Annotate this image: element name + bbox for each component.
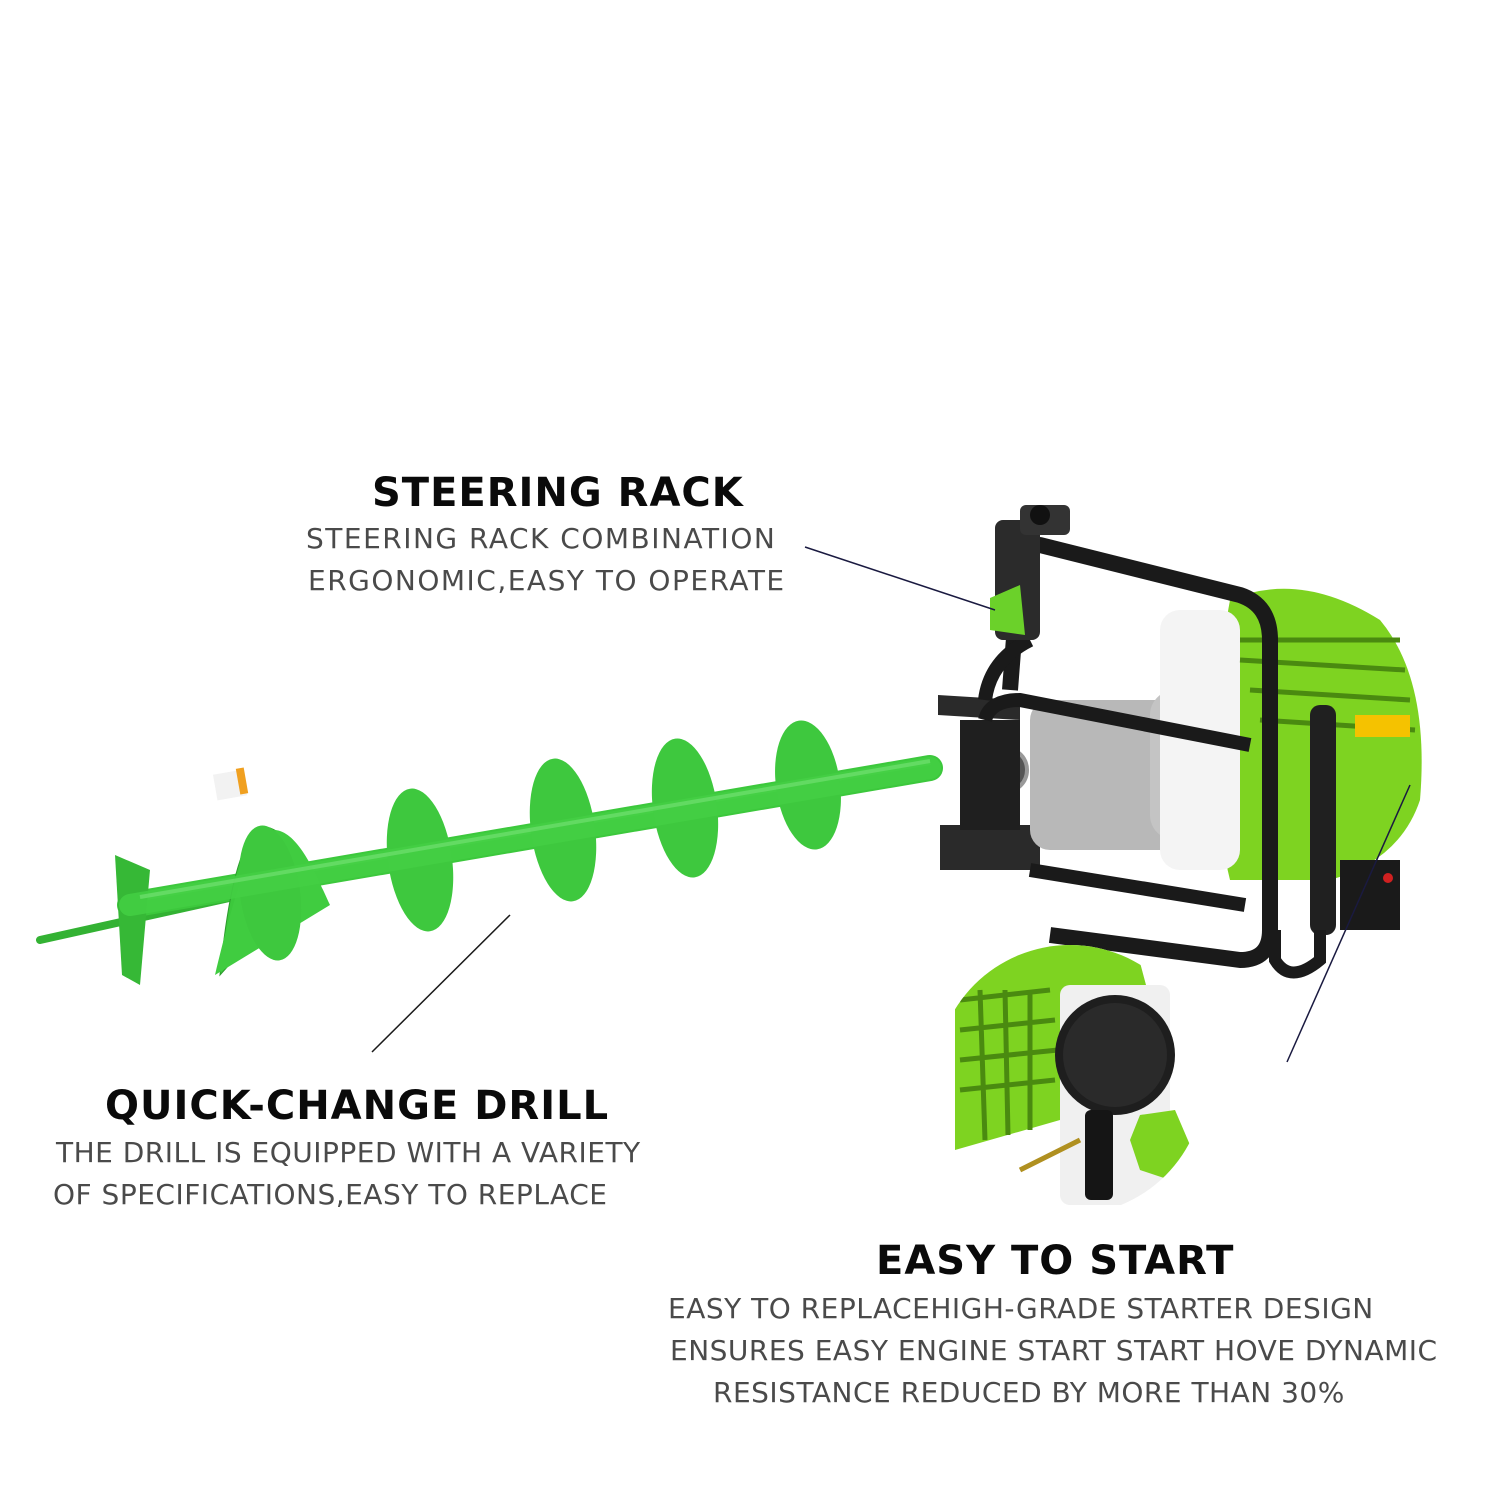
steering-rack-title: STEERING RACK (372, 470, 744, 516)
easy-to-start-desc-line-1: EASY TO REPLACEHIGH-GRADE STARTER DESIGN (668, 1292, 1374, 1325)
easy-to-start-callout-line (1286, 784, 1411, 1063)
quick-change-drill-title: QUICK-CHANGE DRILL (105, 1083, 610, 1129)
starter-closeup-inset (935, 945, 1205, 1215)
easy-to-start-desc-line-3: RESISTANCE REDUCED BY MORE THAN 30% (713, 1376, 1345, 1409)
quick-change-drill-desc-line-1: THE DRILL IS EQUIPPED WITH A VARIETY (56, 1136, 641, 1169)
steering-rack-desc-line-1: STEERING RACK COMBINATION (306, 522, 777, 555)
quick-change-drill-desc-line-2: OF SPECIFICATIONS,EASY TO REPLACE (53, 1178, 608, 1211)
steering-rack-callout-line (804, 546, 996, 611)
easy-to-start-title: EASY TO START (876, 1238, 1235, 1284)
quick-change-drill-callout-line (371, 914, 511, 1053)
engine-and-frame (938, 505, 1422, 979)
steering-rack-desc-line-2: ERGONOMIC,EASY TO OPERATE (308, 564, 786, 597)
auger-drill-bit (36, 720, 943, 985)
easy-to-start-desc-line-2: ENSURES EASY ENGINE START START HOVE DYN… (670, 1334, 1438, 1367)
